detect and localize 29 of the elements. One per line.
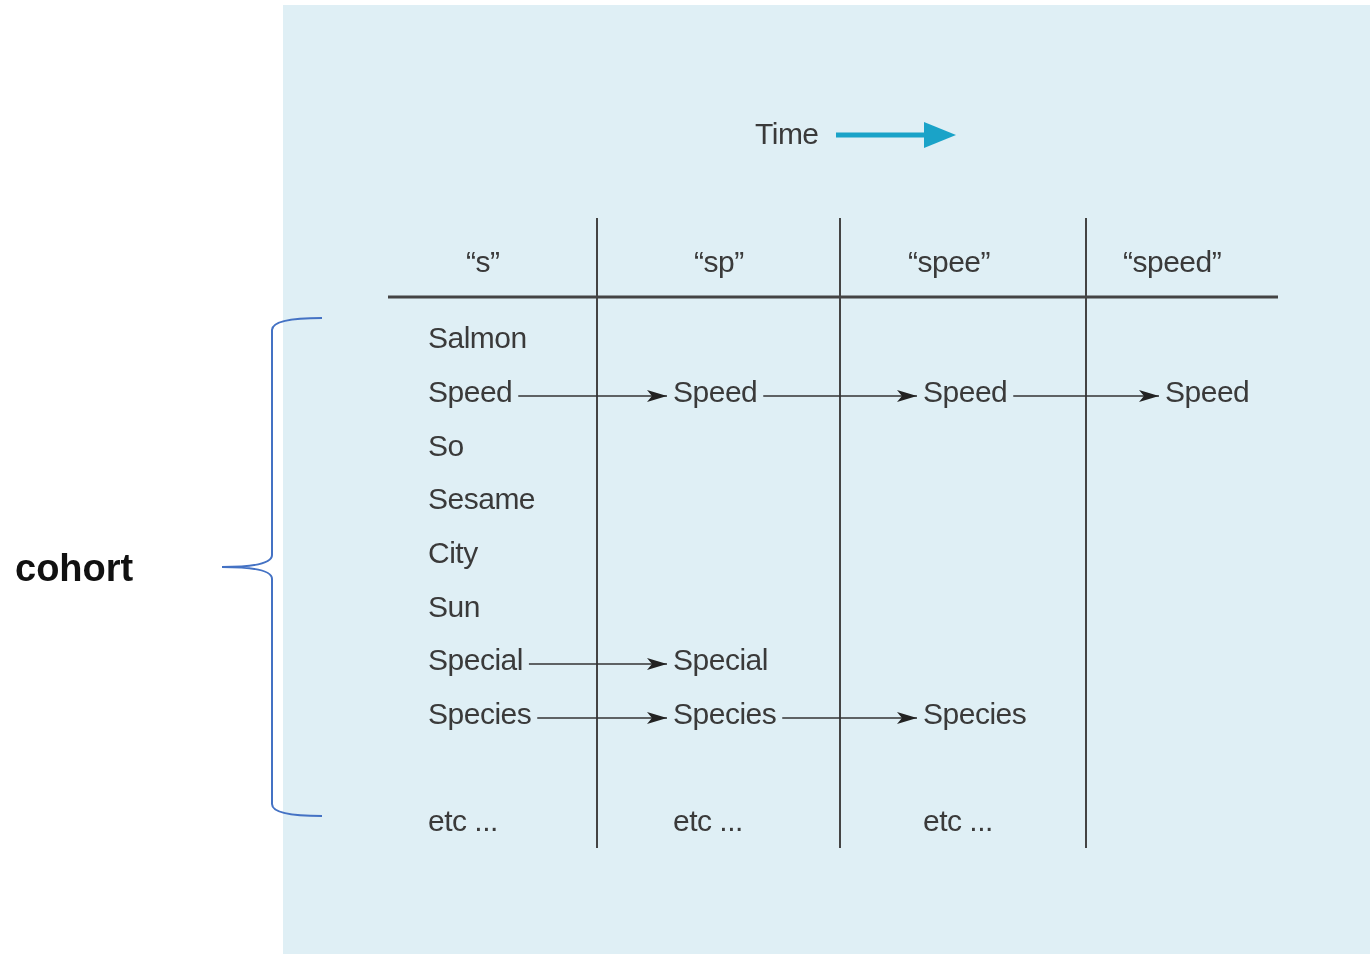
ellipsis-text: etc ... [428,803,498,839]
arrow [536,712,668,724]
word: Sun [428,589,480,625]
bracket-label: cohort [15,546,134,590]
arrow [517,390,668,402]
word: Sesame [428,481,536,517]
word: Species [428,696,532,732]
word: Speed [673,374,758,410]
ellipsis-text: etc ... [673,803,743,839]
column-heading: “spee” [908,244,991,280]
arrow [528,658,668,670]
column-heading: “speed” [1123,244,1222,280]
arrow [781,712,918,724]
word: So [428,428,464,464]
arrow [762,390,918,402]
ellipsis-text: etc ... [923,803,993,839]
word: Species [673,696,777,732]
word: Speed [1165,374,1250,410]
word: Special [428,642,523,678]
column-heading: “sp” [694,244,744,280]
word: Special [673,642,768,678]
word: Speed [428,374,513,410]
axis-label: Time [755,116,819,152]
word: Salmon [428,320,527,356]
word: City [428,535,478,571]
column-heading: “s” [466,244,500,280]
word: Speed [923,374,1008,410]
arrow [1012,390,1160,402]
word: Species [923,696,1027,732]
